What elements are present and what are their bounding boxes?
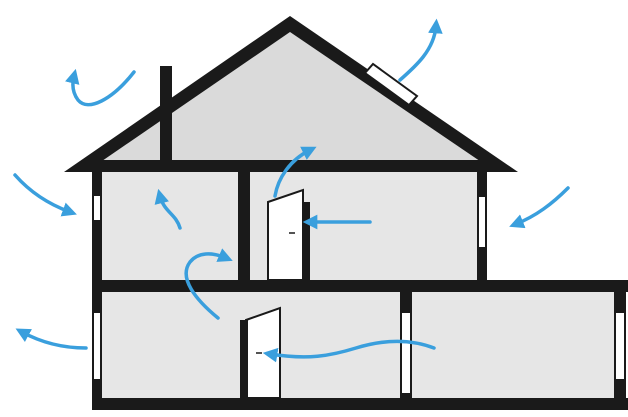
ground-floor [92, 398, 628, 410]
airflow-arrow-roof-exhaust [398, 18, 443, 82]
ground-right-window [614, 311, 626, 381]
airflow-arrow-ground-floor-wave [262, 339, 436, 363]
openings [92, 62, 626, 395]
upper-right-window [477, 195, 487, 249]
upper-left-wall [92, 172, 102, 292]
upper-door [267, 188, 310, 281]
middle-floor [92, 280, 628, 292]
attic-space [100, 32, 480, 160]
upper-left-room [100, 172, 239, 280]
chimney [160, 66, 172, 172]
airflow-arrow-inflow-upper-right [509, 186, 570, 229]
interior-fills [100, 32, 616, 398]
airflow-arrow-upper-left-room [154, 188, 182, 230]
airflow-arrow-outflow-ground-left [15, 328, 88, 350]
airflow-arrow-stair-rise [184, 248, 233, 320]
upper-left-window [92, 194, 102, 222]
ground-partition-opening [400, 311, 412, 395]
upper-partition-wall [238, 172, 250, 280]
ground-right-room [411, 292, 616, 398]
airflow-arrow-inflow-upper-left [13, 173, 77, 217]
airflow-arrows [13, 18, 570, 363]
airflow-arrow-upper-door-rise [273, 146, 317, 198]
ground-left-window [92, 311, 102, 381]
airflow-arrow-outside-top-left [65, 68, 136, 107]
roof-vent [363, 62, 419, 107]
